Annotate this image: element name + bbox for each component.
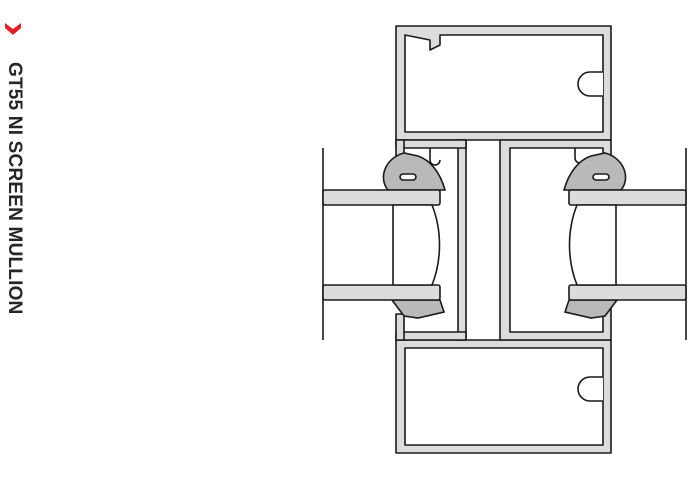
right-gasket [562,152,627,191]
right-spacer [568,204,617,286]
screw-port [577,376,603,402]
right-glass-pane-outer [568,189,687,206]
right-glass-pane-inner [568,284,687,301]
chevron-down-icon [5,23,21,35]
bottom-profile-chamber [395,339,612,454]
left-spacer [392,204,441,286]
right-mullion-box [499,139,612,341]
screw-port [577,71,603,97]
left-glass-pane-outer [322,189,441,206]
left-glass-pane-inner [322,284,441,301]
left-gasket [382,152,447,191]
left-mullion-wall [457,139,467,341]
